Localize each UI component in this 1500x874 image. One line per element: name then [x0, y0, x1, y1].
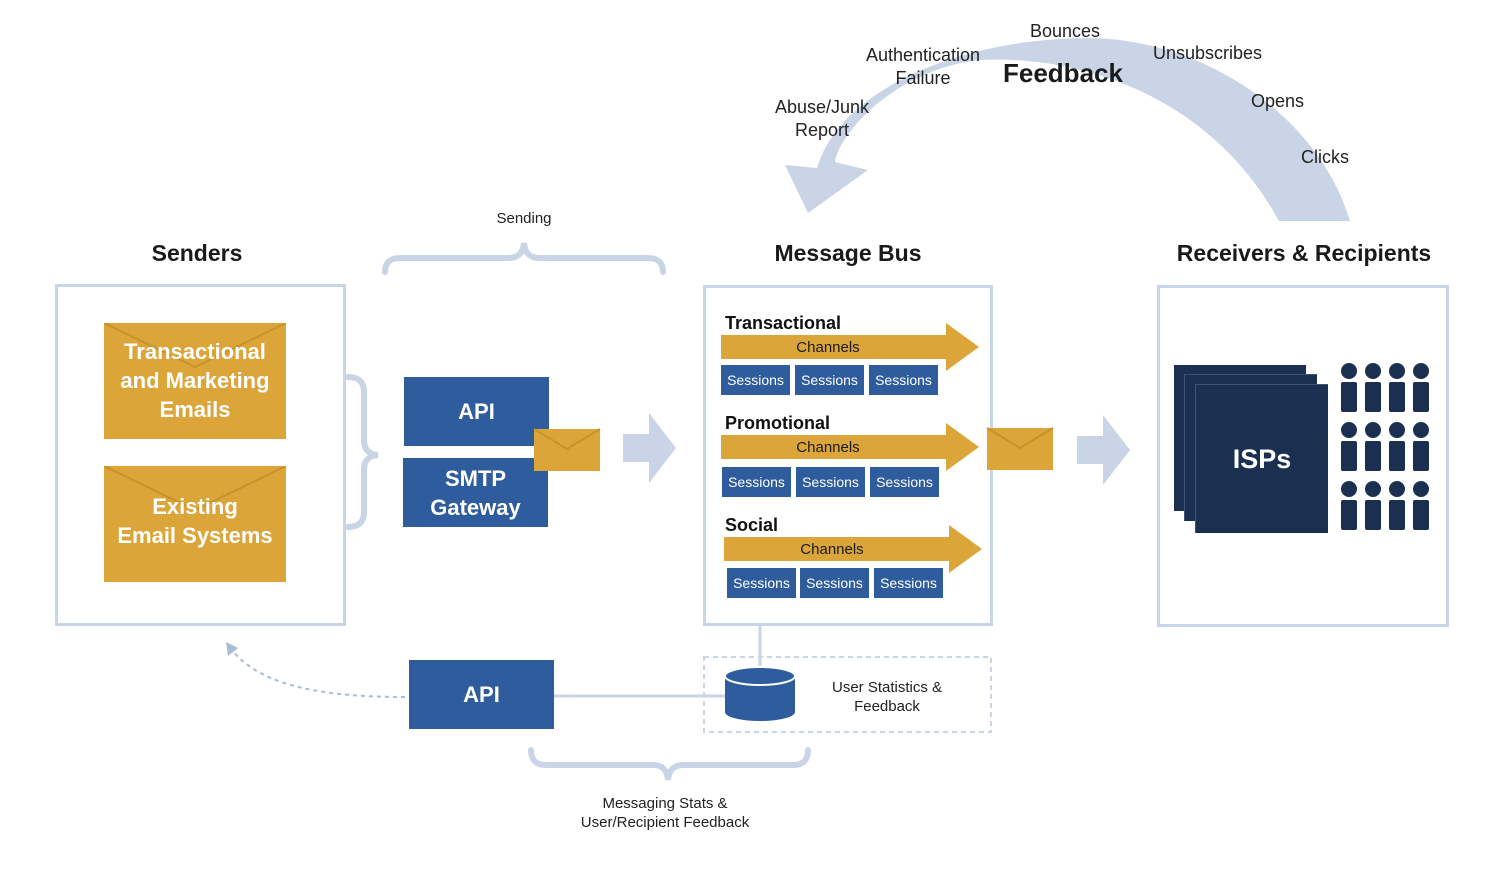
channels-label: Channels [796, 439, 860, 456]
session-box[interactable]: Sessions [795, 365, 864, 395]
feedback-title: Feedback [1003, 58, 1123, 88]
envelope-icon [533, 428, 601, 471]
sender-box-existing[interactable]: Existing Email Systems [104, 466, 286, 582]
database-icon [724, 666, 796, 721]
feedback-label-unsubscribes: Unsubscribes [1152, 43, 1263, 63]
category-promotional: Promotional [725, 413, 831, 433]
feedback-label-bounces: Bounces [1029, 21, 1101, 41]
message-bus-heading: Message Bus [774, 240, 922, 266]
arrow-right-icon [1077, 415, 1130, 485]
channels-arrow [721, 323, 979, 371]
envelope-flap-icon [104, 466, 286, 512]
category-social: Social [725, 515, 779, 535]
channels-label: Channels [800, 541, 864, 558]
session-box[interactable]: Sessions [721, 365, 790, 395]
sender-box-transactional-label: Transactional and Marketing Emails [120, 339, 270, 422]
session-box[interactable]: Sessions [796, 467, 865, 497]
sender-box-transactional[interactable]: Transactional and Marketing Emails [104, 323, 286, 439]
feedback-label-auth-failure: Authentication Failure [865, 45, 981, 88]
category-transactional: Transactional [725, 313, 842, 333]
sending-label: Sending [496, 210, 552, 227]
bottom-label: Messaging Stats & User/Recipient Feedbac… [580, 795, 750, 831]
session-box[interactable]: Sessions [727, 568, 796, 598]
api-gateway-box[interactable]: API [404, 377, 549, 446]
receivers-heading: Receivers & Recipients [1176, 240, 1432, 266]
envelope-icon [986, 427, 1054, 470]
envelope-flap-icon [104, 323, 286, 369]
session-box[interactable]: Sessions [870, 467, 939, 497]
senders-heading: Senders [151, 240, 243, 266]
feedback-label-opens: Opens [1250, 91, 1305, 111]
smtp-gateway-box[interactable]: SMTP Gateway [403, 458, 548, 527]
session-box[interactable]: Sessions [874, 568, 943, 598]
channels-label: Channels [796, 339, 860, 356]
stats-api-box[interactable]: API [409, 660, 554, 729]
isp-box[interactable]: ISPs [1195, 384, 1328, 533]
recipients-icon [1341, 363, 1429, 530]
arrow-right-icon [623, 413, 676, 483]
session-box[interactable]: Sessions [869, 365, 938, 395]
sender-box-existing-label: Existing Email Systems [117, 494, 273, 548]
session-box[interactable]: Sessions [722, 467, 791, 497]
feedback-label-clicks: Clicks [1301, 147, 1349, 167]
feedback-label-abuse: Abuse/Junk Report [774, 97, 870, 140]
session-box[interactable]: Sessions [800, 568, 869, 598]
channels-arrow [721, 423, 979, 471]
channels-arrow [724, 525, 982, 573]
db-label: User Statistics & Feedback [831, 679, 943, 715]
